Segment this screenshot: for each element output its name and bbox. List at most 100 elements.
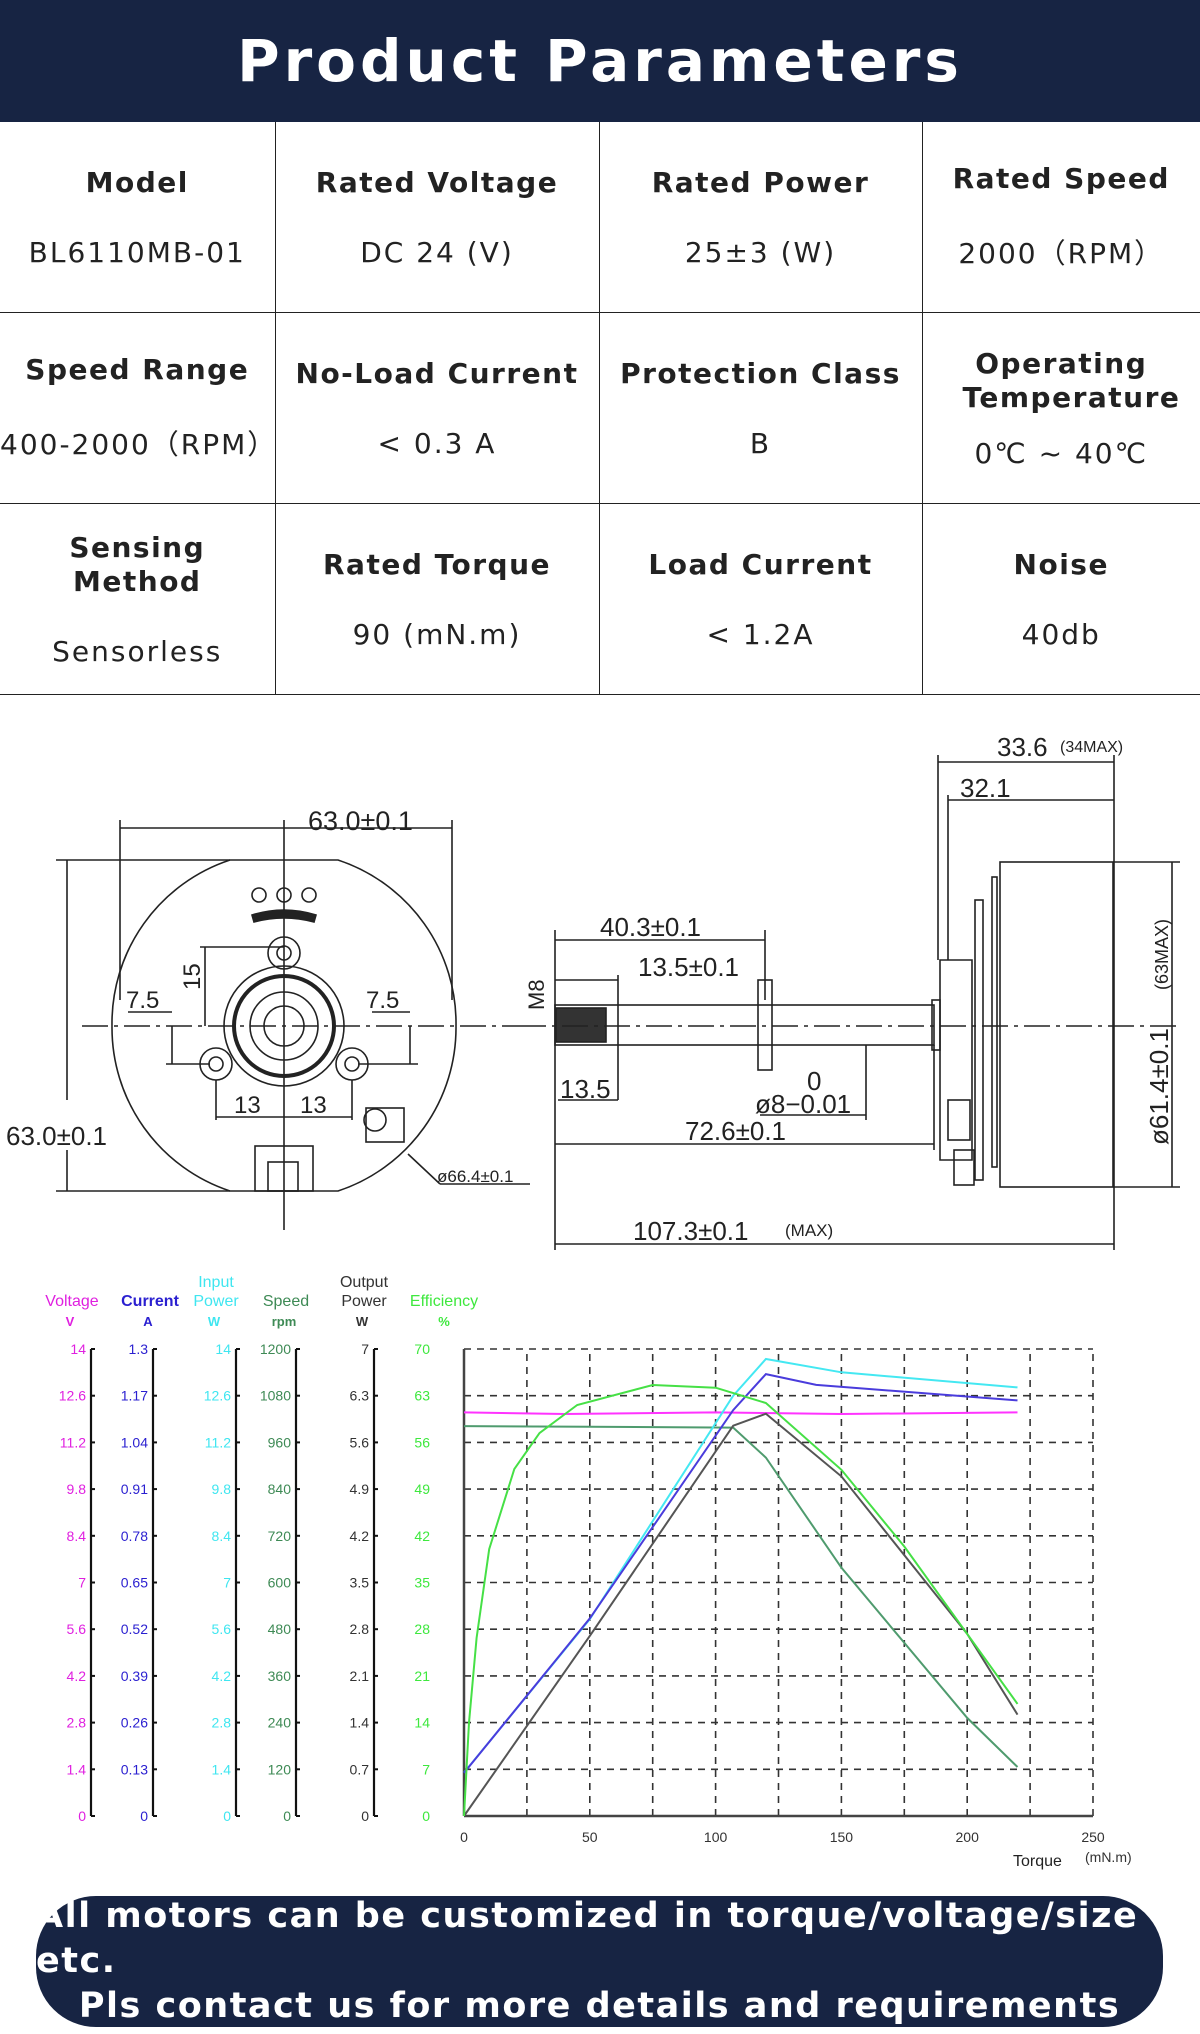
param-label: Speed Range <box>25 353 250 386</box>
param-cell-speed-range: Speed Range 400-2000（RPM） <box>0 312 278 504</box>
axis-tick-label: 960 <box>268 1434 292 1450</box>
dim-7-5-left: 7.5 <box>126 987 159 1014</box>
table-row: Speed Range 400-2000（RPM） No-Load Current… <box>0 312 1200 504</box>
axis-unit: W <box>356 1314 369 1329</box>
axis-tick-label: 28 <box>414 1621 430 1637</box>
dim-13-left: 13 <box>234 1092 261 1119</box>
axis-tick-label: 1.4 <box>350 1715 370 1731</box>
x-tick-label: 100 <box>704 1829 728 1845</box>
axis-tick-label: 8.4 <box>212 1528 232 1544</box>
dim-61-4-note: (63MAX) <box>1152 919 1172 990</box>
axis-tick-label: 0 <box>422 1808 430 1824</box>
axis-tick-label: 1080 <box>260 1388 291 1404</box>
dim-32-1: 32.1 <box>960 773 1011 803</box>
param-label: Model <box>85 165 189 199</box>
axis-tick-label: 7 <box>78 1575 86 1591</box>
param-value: 2000（RPM） <box>958 237 1165 270</box>
axis-tick-label: 1.4 <box>67 1761 87 1777</box>
axis-tick-label: 4.9 <box>350 1481 370 1497</box>
param-value: < 1.2A <box>706 617 815 651</box>
param-value: Sensorless <box>52 634 223 668</box>
page-header: Product Parameters <box>0 0 1200 122</box>
dim-33-6-note: (34MAX) <box>1060 739 1123 756</box>
axis-tick-label: 7 <box>361 1341 369 1357</box>
axis-tick-label: 2.1 <box>350 1668 370 1684</box>
param-label: Rated Power <box>651 165 870 199</box>
page-title: Product Parameters <box>237 27 963 95</box>
param-value: 0℃ ~ 40℃ <box>974 436 1149 470</box>
param-value: DC 24 (V) <box>360 235 514 269</box>
dim-13-right: 13 <box>300 1092 327 1119</box>
axis-tick-label: 56 <box>414 1434 430 1450</box>
axis-tick-label: 14 <box>414 1715 430 1731</box>
axis-tick-label: 0.65 <box>121 1575 148 1591</box>
y-axis-output: OutputPowerW00.71.42.12.83.54.24.95.66.3… <box>340 1274 389 1824</box>
axis-tick-label: 8.4 <box>67 1528 87 1544</box>
axis-title: Speed <box>263 1293 309 1310</box>
param-label: No-Load Current <box>295 356 579 390</box>
param-value: 40db <box>1021 617 1101 651</box>
param-value: 400-2000（RPM） <box>0 428 278 461</box>
axis-title: Efficiency <box>410 1293 478 1310</box>
x-axis-label: Torque <box>1013 1853 1062 1870</box>
axis-tick-label: 1.04 <box>121 1434 148 1450</box>
axis-tick-label: 2.8 <box>212 1715 232 1731</box>
axis-tick-label: 5.6 <box>350 1434 370 1450</box>
customization-banner: All motors can be customized in torque/v… <box>36 1896 1163 2027</box>
series-line-current <box>463 1373 1018 1774</box>
series-line-input <box>463 1357 1018 1774</box>
x-axis-unit: (mN.m) <box>1085 1849 1132 1865</box>
param-cell-rated-speed: Rated Speed 2000（RPM） <box>921 122 1200 313</box>
dimension-drawing: 63.0±0.1 63.0±0.1 ø66.4±0.1 15 7.5 7.5 1… <box>6 732 1180 1250</box>
axis-tick-label: 0 <box>223 1808 231 1824</box>
x-tick-label: 200 <box>956 1829 980 1845</box>
axis-tick-label: 4.2 <box>67 1668 87 1684</box>
axis-tick-label: 9.8 <box>212 1481 232 1497</box>
param-value: 25±3 (W) <box>684 235 837 269</box>
axis-tick-label: 14 <box>70 1341 86 1357</box>
dim-shaft-tol: 0 <box>807 1066 821 1096</box>
dim-40-3: 40.3±0.1 <box>600 912 701 942</box>
axis-tick-label: 0 <box>283 1808 291 1824</box>
axis-tick-label: 11.2 <box>205 1434 231 1450</box>
series-line-speed <box>463 1425 1019 1768</box>
param-label: Operating Temperature <box>962 346 1181 414</box>
axis-tick-label: 1.17 <box>121 1388 148 1404</box>
param-cell-no-load-current: No-Load Current < 0.3 A <box>274 312 600 504</box>
series-line-efficiency <box>463 1383 1019 1817</box>
axis-unit: W <box>208 1314 221 1329</box>
axis-tick-label: 360 <box>268 1668 292 1684</box>
axis-tick-label: 4.2 <box>212 1668 232 1684</box>
axis-tick-label: 42 <box>414 1528 430 1544</box>
axis-unit: % <box>438 1314 450 1329</box>
param-value: BL6110MB-01 <box>28 235 246 269</box>
axis-tick-label: 3.5 <box>350 1575 370 1591</box>
param-label: Rated Torque <box>322 547 551 581</box>
axis-tick-label: 4.2 <box>350 1528 370 1544</box>
y-axis-speed: Speedrpm01202403604806007208409601080120… <box>260 1293 309 1824</box>
param-cell-load-current: Load Current< 1.2A <box>598 503 923 695</box>
dim-107-3: 107.3±0.1 <box>633 1216 748 1246</box>
axis-tick-label: 7 <box>422 1761 430 1777</box>
param-label: Protection Class <box>620 356 901 390</box>
param-value: B <box>749 426 772 460</box>
axis-tick-label: 2.8 <box>350 1621 370 1637</box>
axis-tick-label: 0 <box>361 1808 369 1824</box>
axis-tick-label: 0.7 <box>350 1761 370 1777</box>
axis-tick-label: 5.6 <box>212 1621 232 1637</box>
dim-107-3-note: (MAX) <box>785 1221 833 1240</box>
axis-tick-label: 0.78 <box>121 1528 148 1544</box>
param-value: < 0.3 A <box>377 426 497 460</box>
axis-title-line: Output <box>340 1274 389 1291</box>
dim-13-5-tol: 13.5±0.1 <box>638 952 739 982</box>
param-label: Rated Speed <box>952 162 1170 195</box>
axis-tick-label: 0.13 <box>121 1761 148 1777</box>
param-label: Sensing Method <box>69 530 206 598</box>
dim-shaft-diameter: ø8−0.01 <box>755 1089 851 1119</box>
param-label: Noise <box>1013 547 1109 581</box>
x-tick-label: 250 <box>1081 1829 1105 1845</box>
dim-m8: M8 <box>524 979 549 1010</box>
